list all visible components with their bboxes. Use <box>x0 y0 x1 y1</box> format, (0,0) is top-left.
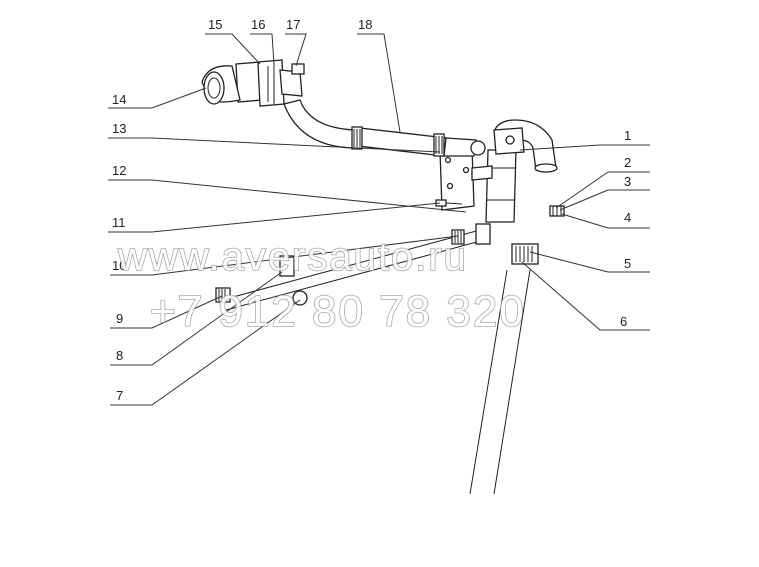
flange-assembly <box>235 59 305 107</box>
callout-labels: 1 2 3 4 5 6 7 8 9 10 11 12 13 14 15 16 1… <box>112 17 631 403</box>
leader-2 <box>555 171 650 209</box>
leader-18 <box>357 33 401 133</box>
callout-4: 4 <box>624 210 631 225</box>
leader-8 <box>110 271 283 366</box>
vertical-pipe <box>469 269 531 495</box>
callout-8: 8 <box>116 348 123 363</box>
callout-11: 11 <box>112 215 126 230</box>
leader-12 <box>108 179 467 213</box>
leader-14 <box>108 87 207 109</box>
pipe-clamp-5 <box>511 243 539 265</box>
inlet-elbow <box>201 65 241 105</box>
leader-9 <box>110 295 223 329</box>
leader-13 <box>108 137 441 153</box>
leader-6 <box>521 261 650 331</box>
leader-10 <box>110 235 459 276</box>
callout-16: 16 <box>251 17 265 32</box>
watermark-url: www.aversauto.ru <box>117 235 468 279</box>
air-cleaner-body <box>485 149 517 223</box>
leader-11 <box>108 202 441 233</box>
callout-15: 15 <box>208 17 222 32</box>
watermark: www.aversauto.ru +7 912 80 78 320 <box>116 234 526 337</box>
callout-6: 6 <box>620 314 627 329</box>
callout-17: 17 <box>286 17 300 32</box>
leader-7 <box>110 299 301 406</box>
callout-12: 12 <box>112 163 126 178</box>
leader-1 <box>519 144 650 151</box>
callout-10: 10 <box>112 258 126 273</box>
callout-1: 1 <box>624 128 631 143</box>
callout-18: 18 <box>358 17 372 32</box>
leader-15 <box>205 33 261 65</box>
branch-pipe <box>215 223 491 311</box>
callout-5: 5 <box>624 256 631 271</box>
leader-5 <box>529 251 650 273</box>
leader-4 <box>561 213 650 229</box>
intake-hose <box>283 99 486 157</box>
callout-13: 13 <box>112 121 126 136</box>
leader-lines <box>108 33 650 406</box>
callout-3: 3 <box>624 174 631 189</box>
leader-3 <box>559 189 650 211</box>
leader-17 <box>285 33 307 67</box>
callout-7: 7 <box>116 388 123 403</box>
callout-9: 9 <box>116 311 123 326</box>
top-elbow <box>493 119 558 173</box>
leader-16 <box>250 33 275 65</box>
watermark-phone: +7 912 80 78 320 <box>150 287 526 336</box>
callout-14: 14 <box>112 92 126 107</box>
callout-2: 2 <box>624 155 631 170</box>
hose-clamp-13b <box>433 133 445 157</box>
hose-clamp-13a <box>351 126 363 150</box>
mounting-bracket <box>439 147 493 211</box>
